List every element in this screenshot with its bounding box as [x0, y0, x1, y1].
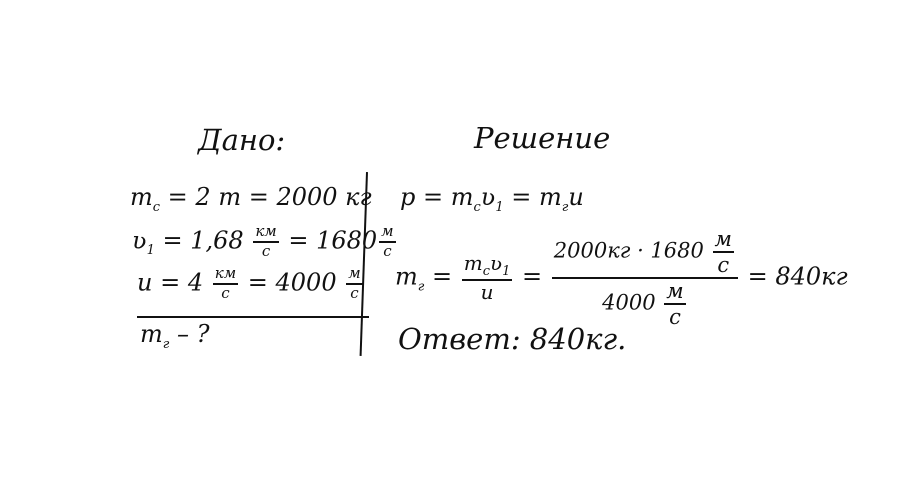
- fraction-denominator: u: [480, 280, 494, 305]
- given-mass-text: mc = 2 т = 2000 кг: [130, 183, 372, 215]
- mass-left-sub: г: [417, 279, 425, 295]
- fraction-denominator: с: [261, 241, 271, 260]
- given-velocity-sub: 1: [146, 243, 155, 259]
- frac1-m-sub: c: [482, 263, 490, 279]
- fraction-numerator: км: [212, 265, 239, 285]
- given-find-symbol: m: [140, 320, 163, 348]
- momentum-sub-1: 1: [495, 199, 504, 215]
- frac1-v-sub: 1: [502, 263, 511, 279]
- solution-heading: Решение: [474, 121, 611, 155]
- given-find-tail: – ?: [169, 320, 210, 348]
- mass-eq: =: [424, 262, 460, 291]
- momentum-v: ʋ: [480, 183, 496, 211]
- given-divider-line: [137, 316, 369, 318]
- solution-momentum-line: p = mcʋ1 = mгu: [400, 185, 584, 214]
- given-velocity-eq: = 1,68: [154, 226, 252, 255]
- fraction-denominator: с: [717, 253, 730, 278]
- fraction-denominator: с: [221, 283, 230, 302]
- momentum-sub-g: г: [561, 199, 569, 215]
- given-find-line: mг – ?: [140, 322, 209, 351]
- given-heading: Дано:: [198, 123, 286, 157]
- given-velocity-symbol: ʋ: [132, 226, 147, 255]
- fraction-numerator: mcʋ1: [461, 250, 513, 282]
- frac1-v: ʋ: [489, 250, 503, 275]
- answer-line: Ответ: 840кг.: [398, 322, 627, 356]
- fraction-denominator: с: [383, 241, 392, 260]
- mass-result: = 840кг: [739, 262, 848, 291]
- fraction-numerator: м: [346, 265, 363, 285]
- given-u-mid: = 4000: [240, 268, 345, 297]
- given-find-sub: г: [162, 336, 170, 352]
- given-mass-sub: c: [152, 199, 161, 215]
- frac1-m: m: [463, 250, 483, 275]
- fraction-numerator: м: [379, 223, 396, 243]
- fraction-numerator: м: [664, 280, 686, 306]
- frac2-den-text: 4000: [602, 290, 663, 315]
- fraction-denominator: с: [350, 283, 359, 302]
- frac2-num-text: 2000кг · 1680: [553, 238, 711, 263]
- momentum-u: u: [568, 183, 584, 211]
- given-mass-line: mc = 2 т = 2000 кг: [130, 185, 372, 214]
- fraction-numerator: м: [712, 228, 734, 254]
- given-u-left: u = 4: [137, 268, 211, 297]
- momentum-tail: = m: [503, 183, 562, 211]
- momentum-p: p = m: [400, 183, 474, 211]
- fraction-denominator: с: [669, 305, 681, 330]
- mass-eq-2: =: [514, 262, 550, 291]
- fraction-numerator: км: [253, 223, 279, 243]
- momentum-sub-c: c: [473, 199, 481, 215]
- mass-left: m: [395, 262, 418, 291]
